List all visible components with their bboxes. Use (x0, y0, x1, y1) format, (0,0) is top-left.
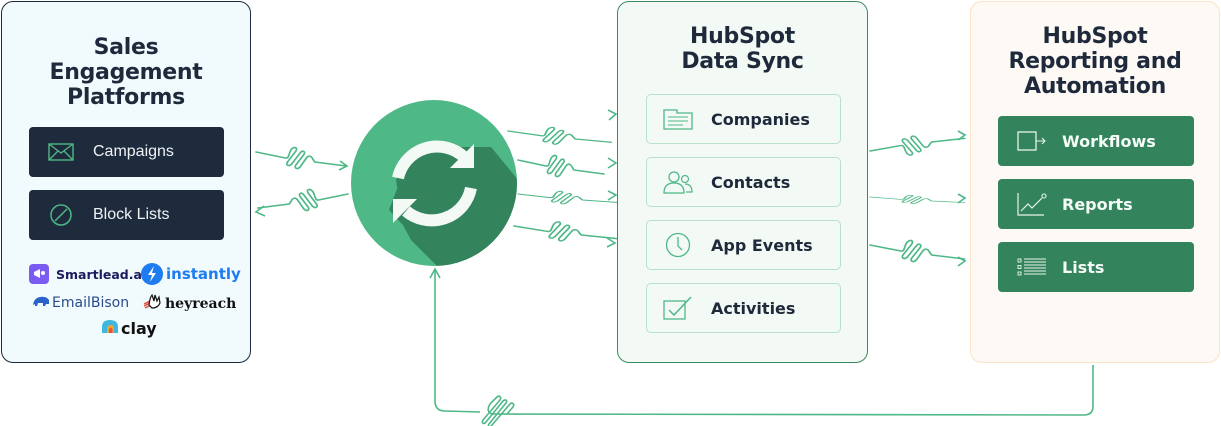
lists-button[interactable]: Lists (998, 242, 1194, 292)
title-line: Sales (93, 35, 159, 60)
item-label: Activities (711, 298, 796, 318)
sync-icon (351, 100, 517, 266)
item-label: App Events (711, 235, 813, 255)
title-line: Engagement (49, 60, 203, 85)
campaigns-button[interactable]: Campaigns (29, 127, 224, 177)
hubspot-reporting-panel: HubSpot Reporting and Automation Workflo… (970, 1, 1220, 363)
activities-item[interactable]: Activities (646, 283, 841, 333)
logo-text: EmailBison (52, 295, 130, 311)
block-lists-button[interactable]: Block Lists (29, 190, 224, 240)
checkbox-icon (661, 296, 695, 320)
logo-emailbison: EmailBison (32, 294, 129, 312)
hand-icon (142, 293, 162, 314)
item-label: Reports (1062, 194, 1133, 214)
workflows-button[interactable]: Workflows (998, 116, 1194, 166)
sales-engagement-panel: Sales Engagement Platforms Campaigns Blo… (1, 1, 251, 363)
clay-icon (101, 318, 119, 339)
logo-smartlead: Smartlead.ai (29, 264, 146, 284)
logo-text: instantly (166, 265, 241, 283)
megaphone-icon (29, 264, 49, 284)
app-events-item[interactable]: App Events (646, 220, 841, 270)
panel-title: HubSpot Data Sync (618, 24, 867, 74)
envelope-icon (47, 143, 75, 161)
title-line: Platforms (67, 85, 185, 110)
lightning-icon (141, 263, 163, 285)
block-lists-label: Block Lists (93, 206, 170, 223)
logo-clay: clay (101, 318, 157, 339)
logo-text: heyreach (165, 295, 237, 312)
chart-icon (1016, 192, 1048, 216)
folder-icon (661, 108, 695, 130)
contacts-icon (661, 170, 695, 194)
title-line: HubSpot (1042, 24, 1148, 49)
connector-left-to-hub (255, 146, 349, 171)
title-line: HubSpot (690, 24, 795, 49)
connector-hub-to-left (254, 188, 349, 217)
campaigns-label: Campaigns (93, 143, 174, 160)
block-icon (47, 203, 75, 227)
logo-text: clay (121, 319, 157, 338)
item-label: Lists (1062, 257, 1105, 277)
item-label: Contacts (711, 172, 791, 192)
connectors-datasync-to-reporting (869, 130, 967, 267)
connectors-hub-to-datasync (507, 109, 619, 248)
contacts-item[interactable]: Contacts (646, 157, 841, 207)
list-icon (1016, 258, 1048, 276)
logo-text: Smartlead.ai (56, 266, 147, 282)
clock-icon (661, 232, 695, 258)
item-label: Companies (711, 109, 810, 129)
logo-instantly: instantly (141, 263, 241, 285)
panel-title: Sales Engagement Platforms (2, 35, 250, 110)
hubspot-data-sync-panel: HubSpot Data Sync Companies Contacts App… (617, 1, 868, 363)
title-line: Reporting and (1008, 49, 1182, 74)
title-line: Data Sync (681, 49, 804, 74)
logo-heyreach: heyreach (142, 293, 236, 314)
panel-title: HubSpot Reporting and Automation (971, 24, 1219, 99)
title-line: Automation (1024, 74, 1166, 99)
sync-hub (351, 100, 517, 266)
reports-button[interactable]: Reports (998, 179, 1194, 229)
companies-item[interactable]: Companies (646, 94, 841, 144)
item-label: Workflows (1062, 131, 1156, 151)
bison-icon (32, 294, 50, 312)
workflow-icon (1016, 131, 1048, 151)
